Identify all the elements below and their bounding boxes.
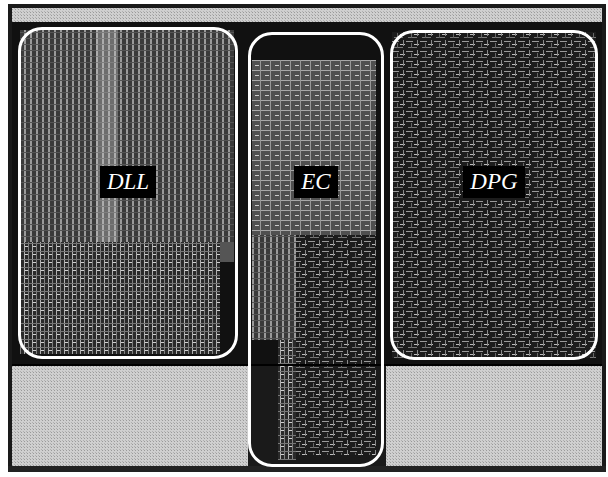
layout-region: DLL (18, 27, 238, 359)
region-label: DPG (463, 166, 524, 198)
layout-region: DPG (390, 30, 598, 360)
region-label: DLL (100, 166, 156, 198)
layout-region: EC (248, 32, 384, 467)
region-label: EC (294, 166, 337, 198)
